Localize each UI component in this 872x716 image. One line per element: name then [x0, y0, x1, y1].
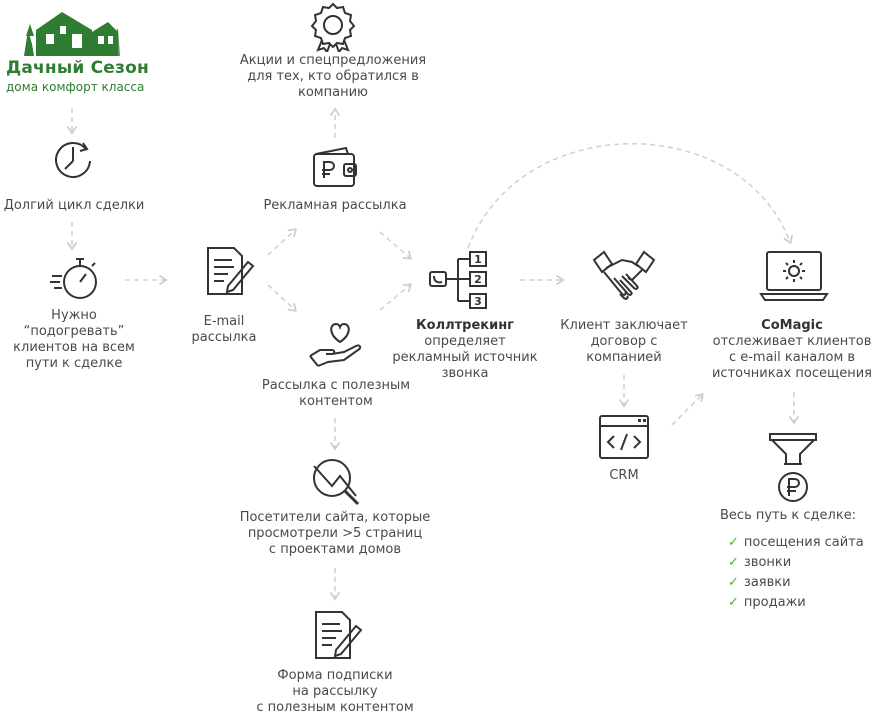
form-label: Форма подписки на рассылку с полезным ко…: [256, 668, 414, 715]
calltracking-title: Коллтрекинг: [416, 318, 514, 333]
calltracking-label: Коллтрекинг определяет рекламный источни…: [392, 318, 538, 381]
ad-mailing-label: Рекламная рассылка: [263, 198, 407, 213]
brand-tagline: дома комфорт класса: [6, 80, 145, 94]
list-item: ✓звонки: [728, 555, 792, 570]
check-icon: ✓: [728, 535, 739, 550]
path-title: Весь путь к сделке:: [720, 508, 857, 523]
form-pen-icon: [315, 611, 363, 659]
warm-clients-label: Нужно “подогревать” клиентов на всем пут…: [13, 308, 135, 371]
svg-text:2: 2: [474, 273, 482, 286]
content-mailing-label: Рассылка с полезным контентом: [261, 378, 411, 409]
list-item: ✓заявки: [728, 575, 791, 590]
code-window-icon: [599, 415, 649, 459]
stopwatch-icon: [50, 258, 97, 299]
arrow-email-to-content: [267, 284, 298, 312]
path-checklist: ✓посещения сайта ✓звонки ✓заявки ✓продаж…: [728, 533, 864, 613]
list-item: ✓продажи: [728, 595, 806, 610]
visitors-label: Посетители сайта, которые просмотрели >5…: [239, 510, 431, 557]
promo-label: Акции и спецпредложения для тех, кто обр…: [239, 53, 427, 100]
client-label: Клиент заключает договор с компанией: [560, 318, 688, 365]
document-pen-icon: [207, 247, 255, 295]
funnel-icon: [769, 433, 817, 465]
check-icon: ✓: [728, 595, 739, 610]
arrow-email-to-ad: [267, 228, 298, 256]
award-icon: [310, 2, 356, 52]
arrow-ad-to-calltracking: [379, 231, 413, 260]
handshake-icon: [592, 250, 656, 300]
check-icon: ✓: [728, 575, 739, 590]
crm-label: CRM: [609, 468, 639, 483]
brand-name: Дачный Сезон: [6, 58, 149, 78]
svg-text:1: 1: [474, 253, 482, 266]
comagic-label: CoMagic отслеживает клиентов с e-mail ка…: [711, 318, 872, 381]
laptop-gear-icon: [759, 251, 829, 301]
comagic-title: CoMagic: [761, 318, 823, 333]
ruble-coin-icon: [778, 472, 808, 502]
clock-icon: [55, 142, 91, 178]
arrow-crm-to-comagic: [671, 393, 704, 426]
email-label: E-mail рассылка: [191, 314, 257, 345]
heart-hand-icon: [309, 322, 362, 367]
long-cycle-label: Долгий цикл сделки: [3, 198, 145, 213]
house-logo-icon: [24, 12, 120, 56]
wallet-icon: [313, 146, 357, 187]
arrow-arc-calltracking-to-comagic: [467, 143, 794, 249]
list-item: ✓посещения сайта: [728, 535, 864, 550]
check-icon: ✓: [728, 555, 739, 570]
magnifier-chart-icon: [313, 459, 360, 506]
arrow-content-to-calltracking: [379, 283, 413, 311]
svg-text:3: 3: [474, 295, 482, 308]
calltracking-tree-icon: 1 2 3: [429, 251, 487, 309]
